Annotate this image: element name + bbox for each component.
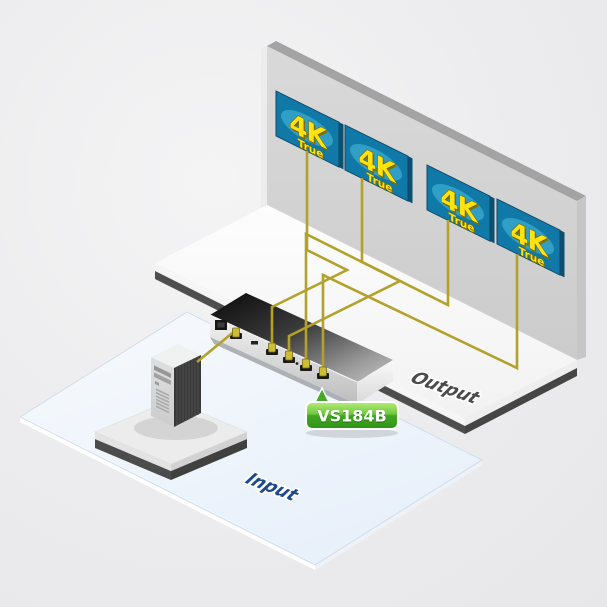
- wall-right-edge: [577, 196, 586, 360]
- pedestal-base-left: [95, 439, 171, 480]
- cable-plugs: [232, 327, 327, 377]
- display-3-glow: [432, 184, 484, 221]
- display-1-side-panel: [339, 122, 344, 170]
- pedestal: [94, 399, 248, 480]
- hdmi-cable-4: [321, 254, 519, 371]
- device-right-cap: [357, 360, 393, 404]
- wall-top-edge: [267, 41, 586, 201]
- tower-front-details: [154, 365, 171, 414]
- input-platform-side-right: [315, 460, 482, 570]
- output-floor-shadow-right: [465, 368, 577, 434]
- callout-box: [305, 401, 399, 430]
- hdmi-cable-3: [304, 220, 450, 360]
- hdmi-out-plug-3: [302, 358, 310, 369]
- hdmi-out-plug-2: [285, 350, 293, 361]
- computer-tower: [151, 344, 201, 427]
- hdmi-out-plug-1: [268, 342, 276, 353]
- callout-shadow: [306, 428, 398, 438]
- pedestal-base-right: [171, 439, 247, 480]
- device-label-shadow: VS184B: [317, 408, 387, 427]
- display-4-glow: [502, 218, 554, 255]
- pedestal-top: [94, 399, 248, 465]
- display-2-glow: [350, 144, 402, 181]
- tower-side-vents: [176, 356, 199, 426]
- wall-left-edge: [261, 46, 267, 208]
- usb-service-port: [251, 341, 258, 345]
- source-hdmi-cable: [196, 328, 237, 364]
- hdmi-in-plug: [232, 327, 240, 338]
- power-led: [295, 362, 299, 365]
- hdmi-cable-1: [270, 151, 350, 344]
- display-4-side-panel: [560, 230, 565, 278]
- input-platform-side-left: [20, 417, 315, 570]
- display-3-side-panel: [490, 196, 495, 244]
- display-1: 4K 4K True True: [275, 90, 344, 170]
- tower-shadow: [134, 416, 218, 440]
- hdmi-out-plug-4: [319, 366, 327, 377]
- display-4: 4K 4K True True: [496, 198, 565, 278]
- display-1-glow: [281, 110, 333, 147]
- output-floor-top: [155, 205, 577, 418]
- displays: 4K 4K True True 4K 4K True True 4K 4K Tr…: [275, 90, 565, 278]
- output-floor-side-right: [465, 360, 577, 426]
- input-platform: [19, 311, 483, 570]
- device-front-edge-highlight: [209, 314, 358, 383]
- pedestal-side-right: [171, 432, 247, 471]
- tower-top-face: [151, 344, 201, 368]
- tower-side-face: [174, 355, 201, 427]
- device-callout: VS184B VS184B: [305, 386, 399, 438]
- pedestal-side-left: [95, 432, 171, 471]
- power-port-inner: [217, 322, 225, 328]
- display-2: 4K 4K True True: [344, 124, 413, 204]
- device-top-face: [210, 293, 393, 382]
- device-label: VS184B: [317, 407, 387, 426]
- display-2-side-panel: [408, 156, 413, 204]
- cables: [196, 151, 519, 377]
